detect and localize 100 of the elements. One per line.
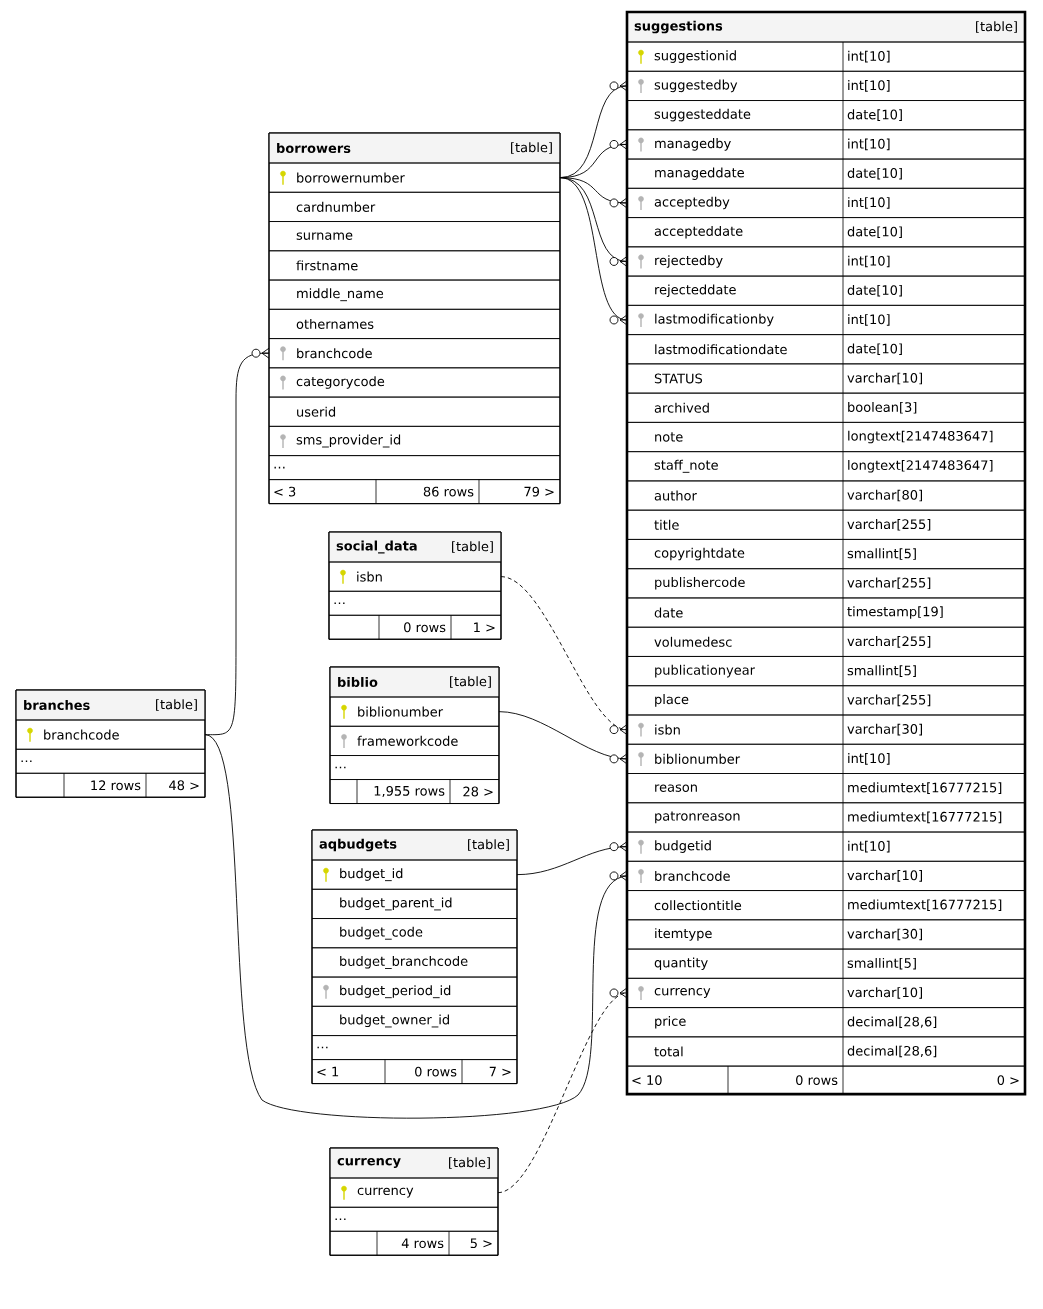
table-row: branchcode varchar[10] [626, 860, 1026, 891]
table-title: social_data [336, 540, 417, 554]
table-row: date timestamp[19] [626, 597, 1026, 628]
table-row: rejectedby int[10] [626, 246, 1026, 277]
table-footer: < 3 86 rows 79 > [268, 479, 561, 504]
table-row: publicationyear smallint[5] [626, 656, 1026, 687]
table-row: budget_period_id [311, 976, 518, 1007]
table-row: … [311, 1035, 518, 1060]
node-label: int[10] [848, 197, 890, 209]
table-row: lastmodificationdate date[10] [626, 334, 1026, 365]
node-label: currency [654, 987, 711, 998]
table-type-label: [table] [452, 541, 493, 553]
table-type-label: [table] [156, 699, 197, 711]
table-row: budget_branchcode [311, 947, 518, 978]
table-row: accepteddate date[10] [626, 217, 1026, 248]
table-row: price decimal[28,6] [626, 1007, 1026, 1038]
node-label: int[10] [848, 138, 890, 151]
node-label: suggestedby [654, 79, 738, 93]
table-footer: 12 rows 48 > [15, 772, 206, 798]
table-row: … [15, 748, 206, 774]
table-row: acceptedby int[10] [626, 187, 1026, 218]
table-row: isbn [328, 561, 502, 592]
table-title: biblio [338, 676, 378, 688]
table-type-label: [table] [976, 21, 1017, 33]
table-row: total decimal[28,6] [626, 1036, 1026, 1067]
table-row: budget_parent_id [311, 888, 518, 919]
table-row: budgetid int[10] [626, 831, 1026, 862]
table-row: place varchar[255] [626, 685, 1026, 716]
node-label: varchar[30] [847, 723, 922, 736]
table-row: manageddate date[10] [626, 158, 1026, 189]
node-label: int[10] [848, 255, 890, 268]
table-row: … [268, 455, 561, 480]
table-title: aqbudgets [319, 838, 397, 852]
table-row: surname [268, 221, 561, 252]
node-label: acceptedby [654, 196, 730, 210]
table-row: STATUS varchar[10] [626, 363, 1026, 394]
table-footer: 0 rows 1 > [328, 614, 502, 640]
table-row: branchcode [268, 338, 561, 369]
table-row: note longtext[2147483647] [626, 422, 1026, 453]
table-type-label: [table] [468, 839, 509, 851]
table-row: biblionumber int[10] [626, 743, 1026, 774]
table-row: borrowernumber [268, 162, 561, 193]
table-row: volumedesc varchar[255] [626, 626, 1026, 657]
table-row: … [329, 755, 500, 780]
table-footer: < 10 0 rows 0 > [626, 1065, 1026, 1095]
table-row: biblionumber [329, 696, 500, 727]
node-label: biblionumber [655, 753, 741, 764]
table-row: itemtype varchar[30] [626, 919, 1026, 950]
node-label: int[10] [848, 840, 890, 853]
table-row: quantity smallint[5] [626, 948, 1026, 979]
table-title: suggestions [634, 20, 723, 34]
table-type-label: [table] [450, 676, 491, 688]
table-row: suggesteddate date[10] [626, 100, 1026, 131]
node-label: rejectedby [655, 255, 723, 268]
table-row: cardnumber [268, 191, 561, 222]
table-row: budget_id [311, 859, 518, 890]
node-label: varchar[10] [847, 870, 922, 882]
table-row: sms_provider_id [268, 425, 561, 456]
table-row: suggestionid int[10] [626, 41, 1026, 72]
table-row: budget_owner_id [311, 1005, 518, 1036]
table-row: lastmodificationby int[10] [626, 304, 1026, 335]
node-label: isbn [655, 724, 680, 735]
table-row: userid [268, 396, 561, 427]
table-row: branchcode [15, 719, 206, 750]
table-row: othernames [268, 308, 561, 339]
table-type-label: [table] [511, 142, 552, 154]
table-row: … [328, 590, 502, 616]
table-row: frameworkcode [329, 725, 500, 756]
table-footer: 1,955 rows 28 > [329, 779, 500, 804]
table-row: firstname [268, 250, 561, 281]
node-label: managedby [655, 138, 731, 151]
table-type-label: [table] [449, 1157, 490, 1169]
node-label: int[10] [848, 80, 890, 92]
node-label: int[10] [848, 50, 890, 63]
node-label: branchcode [655, 870, 730, 881]
table-row: publishercode varchar[255] [626, 568, 1026, 599]
table-row: managedby int[10] [626, 129, 1026, 160]
table-title: branches [24, 699, 90, 711]
node-label: suggestionid [654, 50, 736, 63]
node-label: varchar[10] [847, 987, 922, 999]
table-row: archived boolean[3] [626, 392, 1026, 423]
table-row: staff_note longtext[2147483647] [626, 451, 1026, 482]
table-row: currency varchar[10] [626, 977, 1026, 1008]
table-row: currency [329, 1177, 499, 1208]
table-row: middle_name [268, 279, 561, 310]
table-row: rejecteddate date[10] [626, 275, 1026, 306]
node-label: budgetid [655, 840, 711, 853]
node-label: int[10] [848, 314, 890, 326]
node-label: int[10] [848, 753, 890, 765]
table-row: isbn varchar[30] [626, 714, 1026, 745]
table-row: title varchar[255] [626, 509, 1026, 540]
table-row: … [329, 1206, 499, 1232]
table-row: reason mediumtext[16777215] [626, 773, 1026, 804]
table-row: collectiontitle mediumtext[16777215] [626, 890, 1026, 921]
table-row: budget_code [311, 918, 518, 949]
table-row: copyrightdate smallint[5] [626, 539, 1026, 570]
table-row: author varchar[80] [626, 480, 1026, 511]
table-title: currency [337, 1157, 401, 1169]
table-title: borrowers [277, 142, 351, 154]
node-label: lastmodificationby [655, 313, 774, 327]
